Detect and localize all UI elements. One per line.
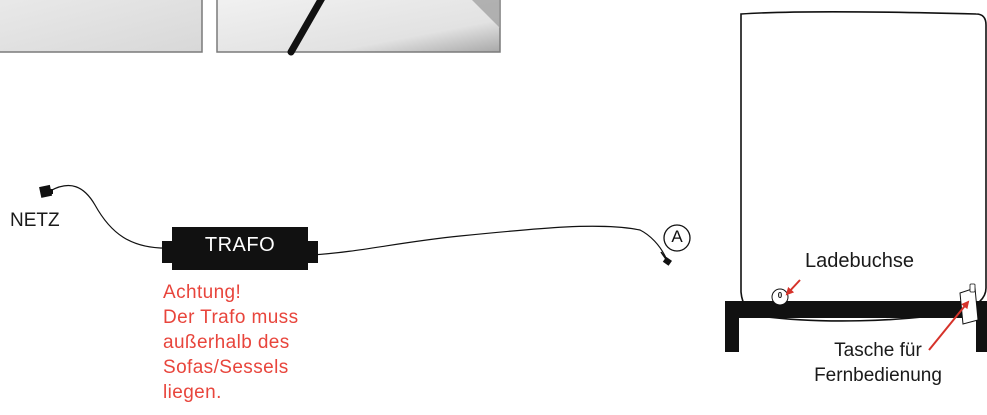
warning-line-1: Achtung!: [163, 280, 298, 305]
mains-plug-icon: [39, 185, 53, 198]
photo-tile-right: [217, 0, 500, 52]
mains-cable: [50, 186, 172, 249]
connector-plug-icon: [661, 252, 672, 266]
warning-line-3: außerhalb des: [163, 330, 298, 355]
sofa-cushion-outline: [741, 12, 986, 321]
warning-line-5: liegen.: [163, 380, 298, 405]
charging-port-symbol: 0: [772, 291, 788, 300]
warning-line-2: Der Trafo muss: [163, 305, 298, 330]
charging-socket-label: Ladebuchse: [805, 250, 914, 273]
netz-label: NETZ: [10, 210, 60, 232]
remote-pocket-label-line-2: Fernbedienung: [778, 363, 978, 388]
connector-a-label: A: [665, 227, 689, 247]
photo-tile-left: [0, 0, 202, 52]
remote-pocket-label: Tasche für Fernbedienung: [778, 338, 978, 388]
trafo-label: TRAFO: [172, 234, 308, 257]
remote-pocket-label-line-1: Tasche für: [778, 338, 978, 363]
trafo-warning: Achtung! Der Trafo muss außerhalb des So…: [163, 280, 298, 405]
output-cable: [312, 226, 666, 258]
warning-line-4: Sofas/Sessels: [163, 355, 298, 380]
